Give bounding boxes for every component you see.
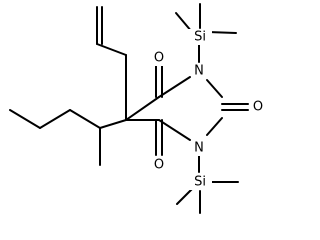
atom-silicon-top: Si bbox=[194, 30, 206, 45]
bond-ch-ch2 bbox=[69, 109, 101, 129]
atom-labels: O N Si O N Si O bbox=[150, 29, 267, 190]
bond-n3-c2 bbox=[206, 79, 223, 98]
bond-si-top-methyl-left bbox=[175, 12, 193, 33]
atom-silicon-bottom: Si bbox=[194, 175, 206, 190]
bond-n1-c6 bbox=[158, 119, 191, 141]
bond-si-top-methyl-right bbox=[207, 31, 237, 34]
bond-c5-c4 bbox=[125, 96, 160, 121]
pentyl-bonds bbox=[9, 109, 127, 166]
atom-oxygen-right: O bbox=[253, 100, 263, 115]
allyl-bonds bbox=[96, 6, 127, 121]
atom-oxygen-bottom: O bbox=[154, 158, 164, 173]
bond-ch2-ch3 bbox=[9, 109, 41, 129]
atom-oxygen-top: O bbox=[154, 51, 164, 66]
atom-nitrogen-top: N bbox=[194, 64, 204, 79]
bond-ch2-ch bbox=[96, 43, 127, 56]
bond-ch2-ch2 bbox=[39, 109, 71, 129]
tms-top-bonds bbox=[175, 3, 237, 63]
bond-c4-n3 bbox=[158, 76, 191, 98]
molecule-structure-diagram: O N Si O N Si O bbox=[9, 3, 267, 214]
tms-bottom-bonds bbox=[176, 154, 239, 214]
bond-c2-n1 bbox=[206, 117, 223, 136]
bond-si-bottom-methyl-left bbox=[176, 187, 194, 205]
bond-c5-ch bbox=[99, 119, 127, 129]
ring-bonds bbox=[125, 76, 223, 141]
carbonyl-bonds bbox=[155, 64, 249, 156]
atom-nitrogen-bottom: N bbox=[194, 141, 204, 156]
